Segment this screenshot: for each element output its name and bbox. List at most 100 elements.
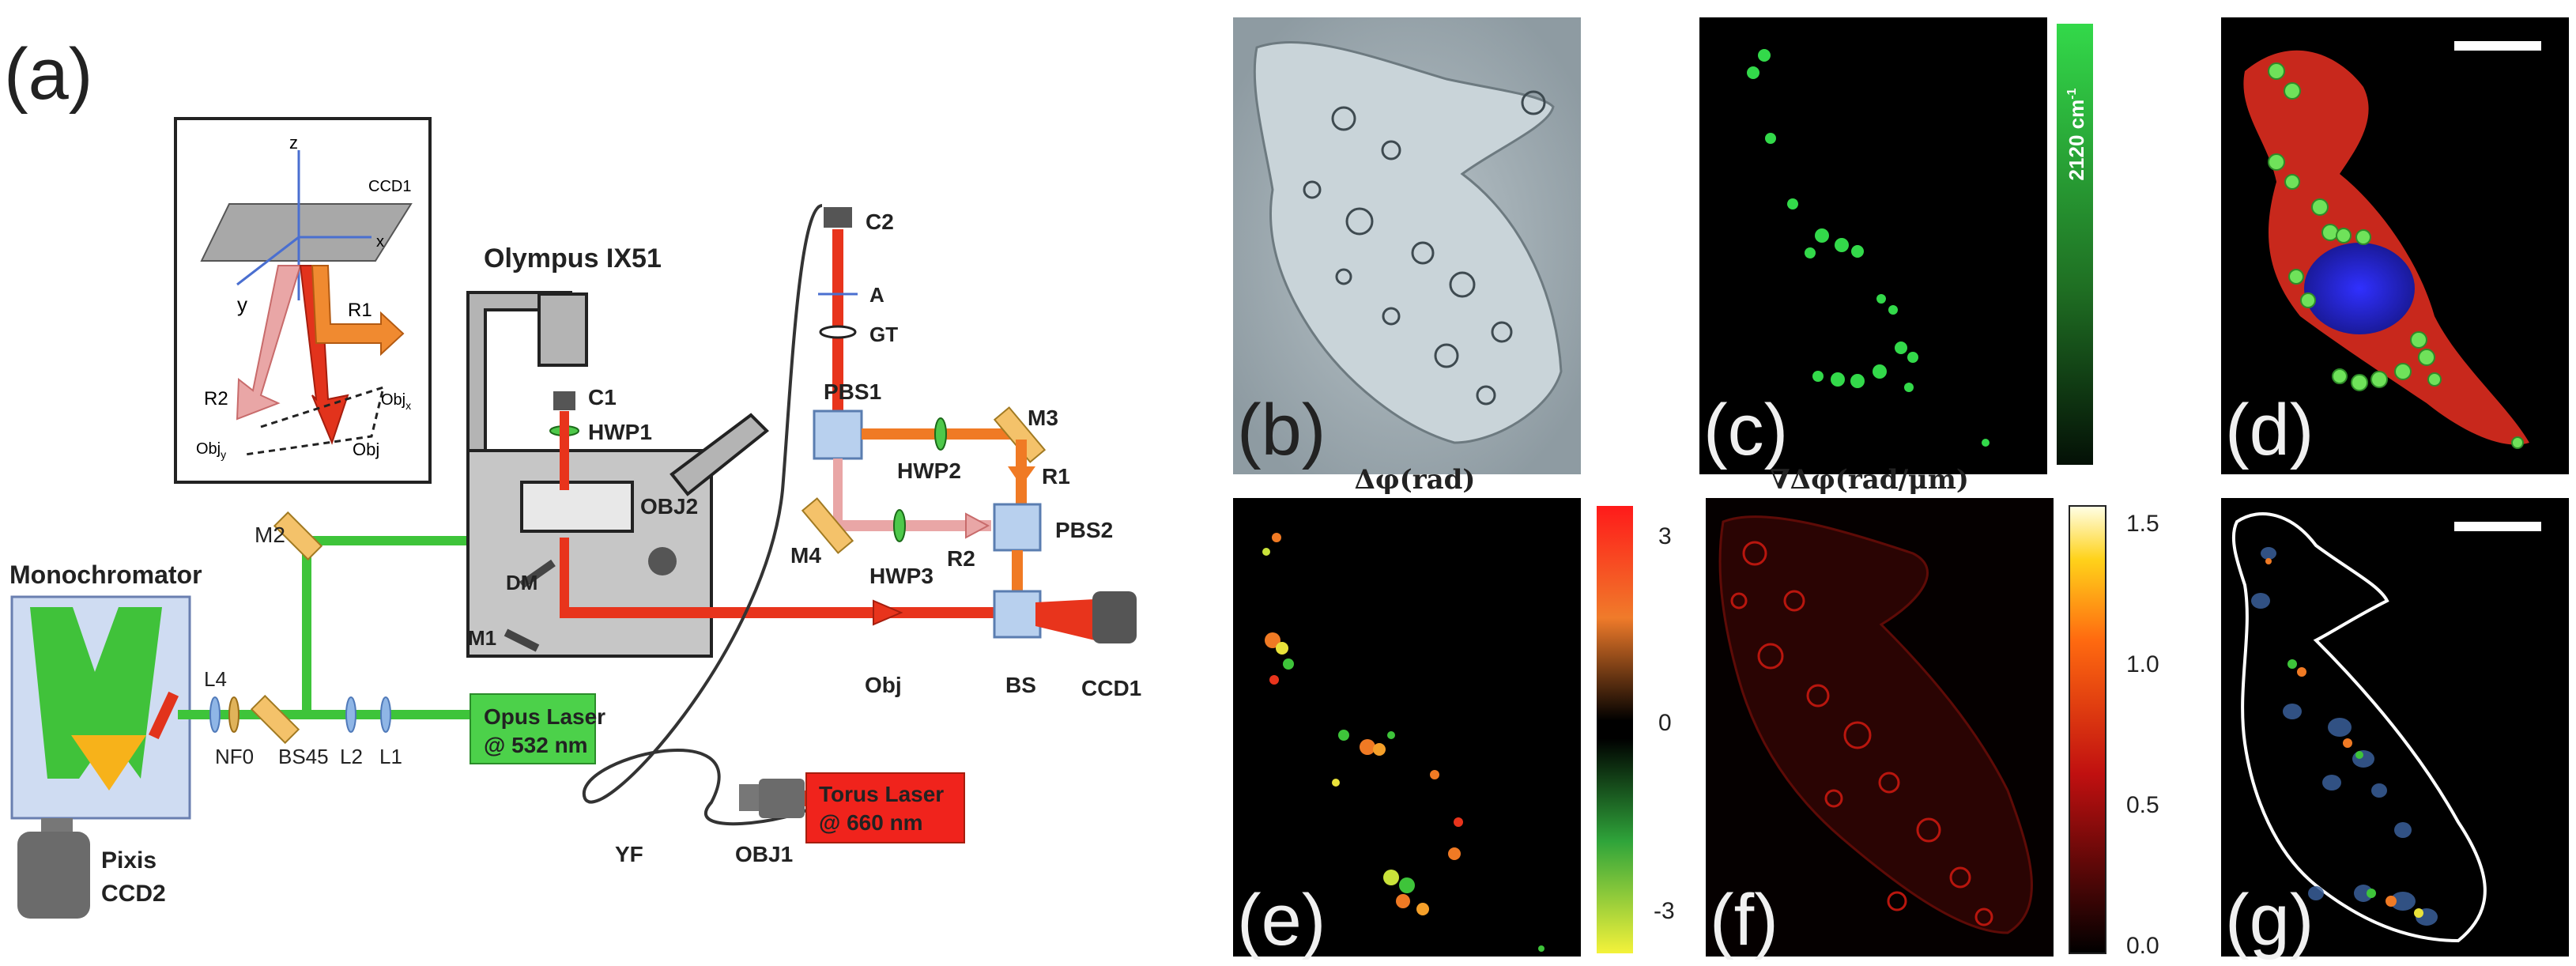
inset-r2-label: R2 bbox=[204, 388, 228, 409]
scale-bar-g bbox=[2454, 522, 2541, 531]
inset-r1-label: R1 bbox=[348, 300, 372, 321]
phase-features bbox=[1262, 533, 1544, 952]
r2-arrow bbox=[965, 512, 990, 539]
green-beam-path: M2 L4 NF0 BS45 L2 L1 Opus Laser @ 532 nm bbox=[178, 511, 605, 768]
colorbar-e-tick-top: 3 bbox=[1658, 523, 1672, 549]
panel-a: (a) z CCD1 x y R1 R2 Objx Objy Obj bbox=[4, 34, 1141, 919]
l4-label: L4 bbox=[204, 667, 227, 691]
microscope-lamp-housing bbox=[537, 292, 588, 367]
inset-ccd-plane bbox=[200, 203, 413, 262]
colorbar-f-tick-3: 0.5 bbox=[2126, 792, 2159, 818]
m4-label: M4 bbox=[790, 543, 821, 568]
ccd1-camera bbox=[1092, 591, 1137, 643]
scale-bar-d bbox=[2454, 41, 2541, 51]
obj1-mount bbox=[739, 784, 761, 811]
overlay-cell-outline bbox=[2231, 512, 2487, 943]
overlay-blue-regions bbox=[2251, 547, 2438, 926]
torus-laser-wavelength: @ 660 nm bbox=[819, 810, 923, 835]
colorbar-f bbox=[2069, 505, 2106, 954]
brightfield-cell bbox=[1253, 41, 1563, 444]
c1-label: C1 bbox=[588, 385, 617, 409]
geometry-inset: z CCD1 x y R1 R2 Objx Objy Obj bbox=[174, 117, 432, 484]
notch-filter-nf0 bbox=[228, 696, 239, 733]
eyepiece bbox=[669, 413, 769, 496]
inset-ccd1-label: CCD1 bbox=[368, 178, 411, 195]
fluorescence-cell-body bbox=[2243, 50, 2529, 445]
torus-laser-assembly: OBJ1 Torus Laser @ 660 nm bbox=[735, 772, 965, 866]
panel-label-a: (a) bbox=[4, 34, 92, 115]
mirror-m4 bbox=[801, 497, 854, 554]
colorbar-e bbox=[1597, 506, 1633, 953]
panel-label-e: (e) bbox=[1237, 880, 1326, 960]
panel-label-f: (f) bbox=[1710, 880, 1778, 960]
torus-laser-label: Torus Laser bbox=[819, 782, 944, 806]
optical-fiber bbox=[582, 204, 823, 826]
a-label: A bbox=[869, 283, 884, 307]
c2-label: C2 bbox=[866, 209, 894, 234]
hwp1-label: HWP1 bbox=[588, 420, 652, 444]
obj-label: Obj bbox=[865, 673, 902, 697]
torus-laser bbox=[805, 772, 965, 843]
inset-y-axis bbox=[236, 236, 300, 286]
hwp3 bbox=[893, 509, 906, 542]
bs bbox=[993, 590, 1042, 639]
m3-label: M3 bbox=[1028, 406, 1058, 430]
monochromator: Monochromator Pixis CCD2 bbox=[9, 560, 202, 919]
mirror-m1 bbox=[504, 628, 540, 652]
colorbar-c bbox=[2057, 24, 2093, 465]
opus-laser-wavelength: @ 532 nm bbox=[484, 733, 588, 757]
microscope-label: Olympus IX51 bbox=[484, 243, 662, 274]
objective-obj1 bbox=[759, 779, 805, 818]
beamsplitter-bs45 bbox=[250, 694, 300, 745]
pbs2 bbox=[993, 503, 1042, 552]
hwp2 bbox=[934, 417, 947, 451]
phase-gradient-cell bbox=[1718, 515, 2033, 934]
panel-c: 2120 cm-1 (c) bbox=[1699, 17, 2093, 474]
red-beam-upper bbox=[832, 229, 843, 458]
panel-label-b: (b) bbox=[1237, 390, 1326, 470]
nf0-label: NF0 bbox=[215, 745, 254, 768]
inset-z-label: z bbox=[289, 133, 298, 153]
red-beam-horizontal bbox=[560, 607, 1002, 618]
pink-beam-v bbox=[833, 458, 843, 530]
combined-beam-v bbox=[1012, 550, 1023, 598]
red-beam-c1 bbox=[560, 411, 569, 490]
pbs1-label: PBS1 bbox=[824, 379, 881, 404]
condenser-c1 bbox=[553, 391, 575, 410]
colorbar-c-label: 2120 cm-1 bbox=[2065, 88, 2088, 180]
pixis-label: Pixis bbox=[101, 847, 157, 874]
r1-arrow bbox=[1008, 466, 1035, 486]
dichroic-mirror-dm bbox=[519, 559, 556, 589]
colorbar-e-tick-bottom: -3 bbox=[1654, 898, 1675, 924]
nucleus bbox=[2304, 243, 2415, 334]
colorbar-e-title: Δφ(rad) bbox=[1354, 464, 1475, 496]
colorbar-f-tick-4: 0.0 bbox=[2126, 933, 2159, 959]
l1-label: L1 bbox=[379, 745, 402, 768]
phase-gradient-rings bbox=[1730, 541, 1993, 926]
inset-objy-label: Objy bbox=[196, 440, 226, 461]
pbs2-label: PBS2 bbox=[1055, 518, 1113, 542]
obj-arrow bbox=[873, 599, 903, 626]
inset-r2-beam bbox=[236, 265, 302, 421]
panel-g: (g) bbox=[2221, 498, 2569, 960]
obj2-label: OBJ2 bbox=[640, 494, 698, 519]
r2-label: R2 bbox=[947, 546, 975, 571]
raman-particles bbox=[1747, 49, 1990, 447]
focus-knob bbox=[648, 547, 677, 575]
inset-y-label: y bbox=[237, 292, 247, 316]
collimator-c2 bbox=[824, 207, 852, 228]
inset-obj-label: Obj bbox=[353, 440, 379, 459]
red-beam-vertical bbox=[560, 538, 569, 617]
opus-laser-label: Opus Laser bbox=[484, 704, 605, 729]
green-beam-vertical bbox=[302, 536, 311, 718]
l2-label: L2 bbox=[340, 745, 363, 768]
pbs1 bbox=[813, 409, 863, 460]
obj1-label: OBJ1 bbox=[735, 842, 793, 866]
lens-l1 bbox=[380, 696, 391, 733]
pixis-ccd2-camera bbox=[17, 832, 90, 919]
dm-label: DM bbox=[506, 571, 537, 594]
colorbar-e-tick-mid: 0 bbox=[1658, 710, 1672, 736]
ccd2-label: CCD2 bbox=[101, 881, 166, 907]
inset-objx-label: Objx bbox=[381, 391, 411, 412]
